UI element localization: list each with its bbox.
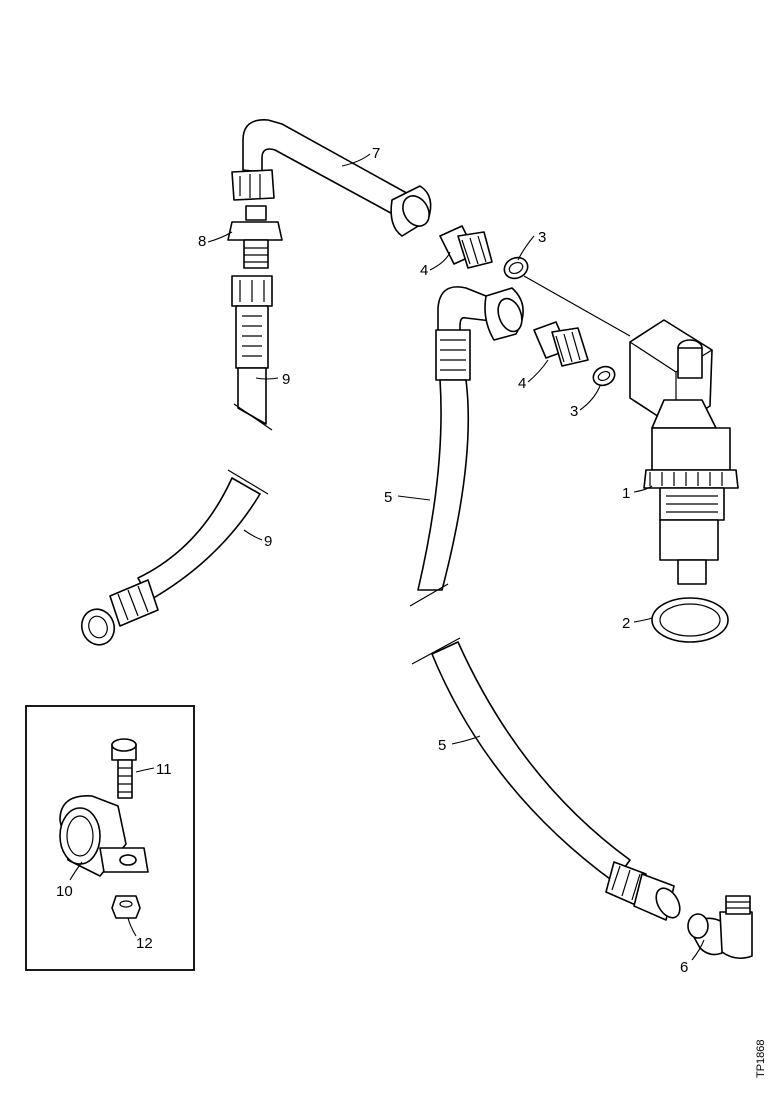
part-9-hose-lower — [80, 469, 269, 646]
callout-8: 8 — [198, 233, 206, 250]
detail-inset-frame — [25, 705, 195, 971]
callout-10: 10 — [56, 883, 73, 900]
callout-12: 12 — [136, 935, 153, 952]
callout-1: 1 — [622, 485, 630, 502]
part-3-seal-ring-upper — [503, 256, 529, 280]
callout-labels: 7 8 9 9 4 3 4 3 5 1 2 5 6 11 10 12 — [56, 145, 688, 976]
part-11-bolt — [111, 738, 137, 799]
assembly-line — [523, 275, 631, 337]
callout-4-upper: 4 — [420, 262, 428, 279]
document-number: TP1868 — [755, 1039, 767, 1078]
callout-4-lower: 4 — [518, 375, 526, 392]
callout-2: 2 — [622, 615, 630, 632]
callout-9-upper: 9 — [282, 371, 290, 388]
part-2-o-ring — [651, 597, 729, 643]
callout-9-lower: 9 — [264, 533, 272, 550]
part-3-seal-ring-lower — [592, 365, 616, 387]
part-5-hose-middle — [409, 286, 524, 607]
part-6-elbow-fitting — [687, 895, 753, 960]
callout-3-upper: 3 — [538, 229, 546, 246]
part-9-hose-upper — [231, 275, 273, 431]
callout-11: 11 — [156, 761, 172, 778]
callout-leaders — [69, 153, 705, 961]
part-5-hose-lower — [411, 637, 681, 921]
part-10-pipe-clamp — [59, 795, 149, 877]
callout-6: 6 — [680, 959, 688, 976]
part-12-nut — [111, 895, 141, 919]
callout-5-lower: 5 — [438, 737, 446, 754]
part-4-union-upper — [439, 225, 493, 269]
part-1-valve-body — [629, 319, 739, 585]
callout-3-lower: 3 — [570, 403, 578, 420]
callout-7: 7 — [372, 145, 380, 162]
part-8-adapter — [227, 205, 283, 269]
callout-5-middle: 5 — [384, 489, 392, 506]
part-4-union-lower — [533, 321, 589, 367]
part-7-bent-pipe — [231, 119, 432, 237]
